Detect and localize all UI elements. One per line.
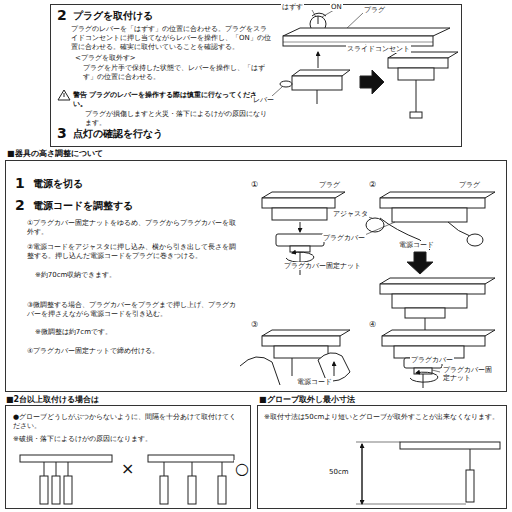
part-label: プラグカバー固定ナット	[283, 262, 362, 270]
instruction-text: プラグが損傷しますと火災・落下によるけがの原因になります。	[85, 110, 271, 128]
step-heading: 2	[57, 7, 71, 25]
instruction-text: <プラグを取外す>	[75, 54, 265, 63]
step-heading: 電源コードを調整する	[33, 200, 183, 213]
part-label: プラグ	[458, 181, 481, 189]
part-label: 電源コード	[398, 241, 435, 249]
part-label: レバー	[252, 96, 275, 104]
part-label: 50cm	[328, 468, 350, 476]
note-panel: ■2台以上取付ける場合は●グローブどうしがぶつからないように、間隔を十分あけて取…	[5, 405, 251, 509]
instruction-text: ③微調整する場合、プラグカバーをプラグまで押し上げ、プラグカバーを押さえながら電…	[27, 301, 239, 319]
instruction-text: 警告 プラグのレバーを操作する際は慎重に行なってください。	[73, 91, 269, 109]
instruction-text: ①プラグカバー固定ナットをゆるめ、プラグからプラグカバーを取外す。	[27, 219, 237, 237]
instruction-text: プラグのレバーを「はずす」の位置に合わせる。プラグをスライドコンセントに押し当て…	[71, 25, 271, 51]
step-heading: 電源を切る	[33, 178, 153, 191]
instruction-text: ※微調整は約7cmです。	[35, 328, 235, 337]
part-label: プラグ	[318, 181, 341, 189]
part-label: プラグカバー	[322, 234, 366, 242]
step-heading: 1	[15, 175, 29, 193]
callout-number: ×	[120, 460, 135, 478]
instruction-text: ④プラグカバー固定ナットで締め付ける。	[27, 347, 237, 356]
step-heading: 点灯の確認を行なう	[73, 128, 273, 141]
instruction-text: ■器具の高さ調整について	[7, 149, 207, 159]
part-label: はずす	[281, 3, 304, 11]
instruction-text: ※取付寸法は50cmより短いとグローブが取外すことが出来なくなります。	[264, 413, 502, 422]
part-label: プラグカバー固定ナット	[442, 366, 496, 382]
part-label: プラグカバー	[410, 356, 454, 364]
step-heading: 3	[57, 125, 71, 143]
part-label: アジャスタ	[332, 210, 369, 218]
instruction-panel: 2プラグを取付けるプラグのレバーを「はずす」の位置に合わせる。プラグをスライドコ…	[50, 4, 462, 147]
instruction-text: プラグを片手で保持した状態で、レバーを操作し、「はずす」の位置に合わせる。	[83, 64, 273, 82]
instruction-text: ※破損・落下によるけがの原因になります。	[13, 435, 243, 444]
step-heading: プラグを取付ける	[73, 10, 273, 23]
instruction-text: ※約70cm収納できます。	[35, 271, 235, 280]
part-label: プラグ	[363, 6, 386, 14]
callout-number: ②	[368, 180, 377, 189]
callout-number: ③	[250, 320, 259, 329]
part-label: 電源コード	[296, 378, 333, 386]
instruction-text: ●グローブどうしがぶつからないように、間隔を十分あけて取付けてください。	[13, 413, 243, 431]
callout-number: ○	[234, 460, 250, 478]
callout-number: ①	[250, 180, 259, 189]
instruction-text: ■グローブ取外し最小寸法	[259, 395, 459, 405]
note-panel: ■グローブ取外し最小寸法※取付寸法は50cmより短いとグローブが取外すことが出来…	[257, 405, 507, 509]
callout-number: ④	[368, 320, 377, 329]
part-label: スライドコンセント	[346, 45, 411, 53]
part-label: ON	[330, 3, 343, 11]
step-heading: 2	[15, 197, 29, 215]
instruction-text: ■2台以上取付ける場合は	[6, 395, 206, 405]
instruction-text: ②電源コードをアジャスタに押し込み、横から引き出して長さを調整する。押し込んだ電…	[27, 243, 237, 261]
